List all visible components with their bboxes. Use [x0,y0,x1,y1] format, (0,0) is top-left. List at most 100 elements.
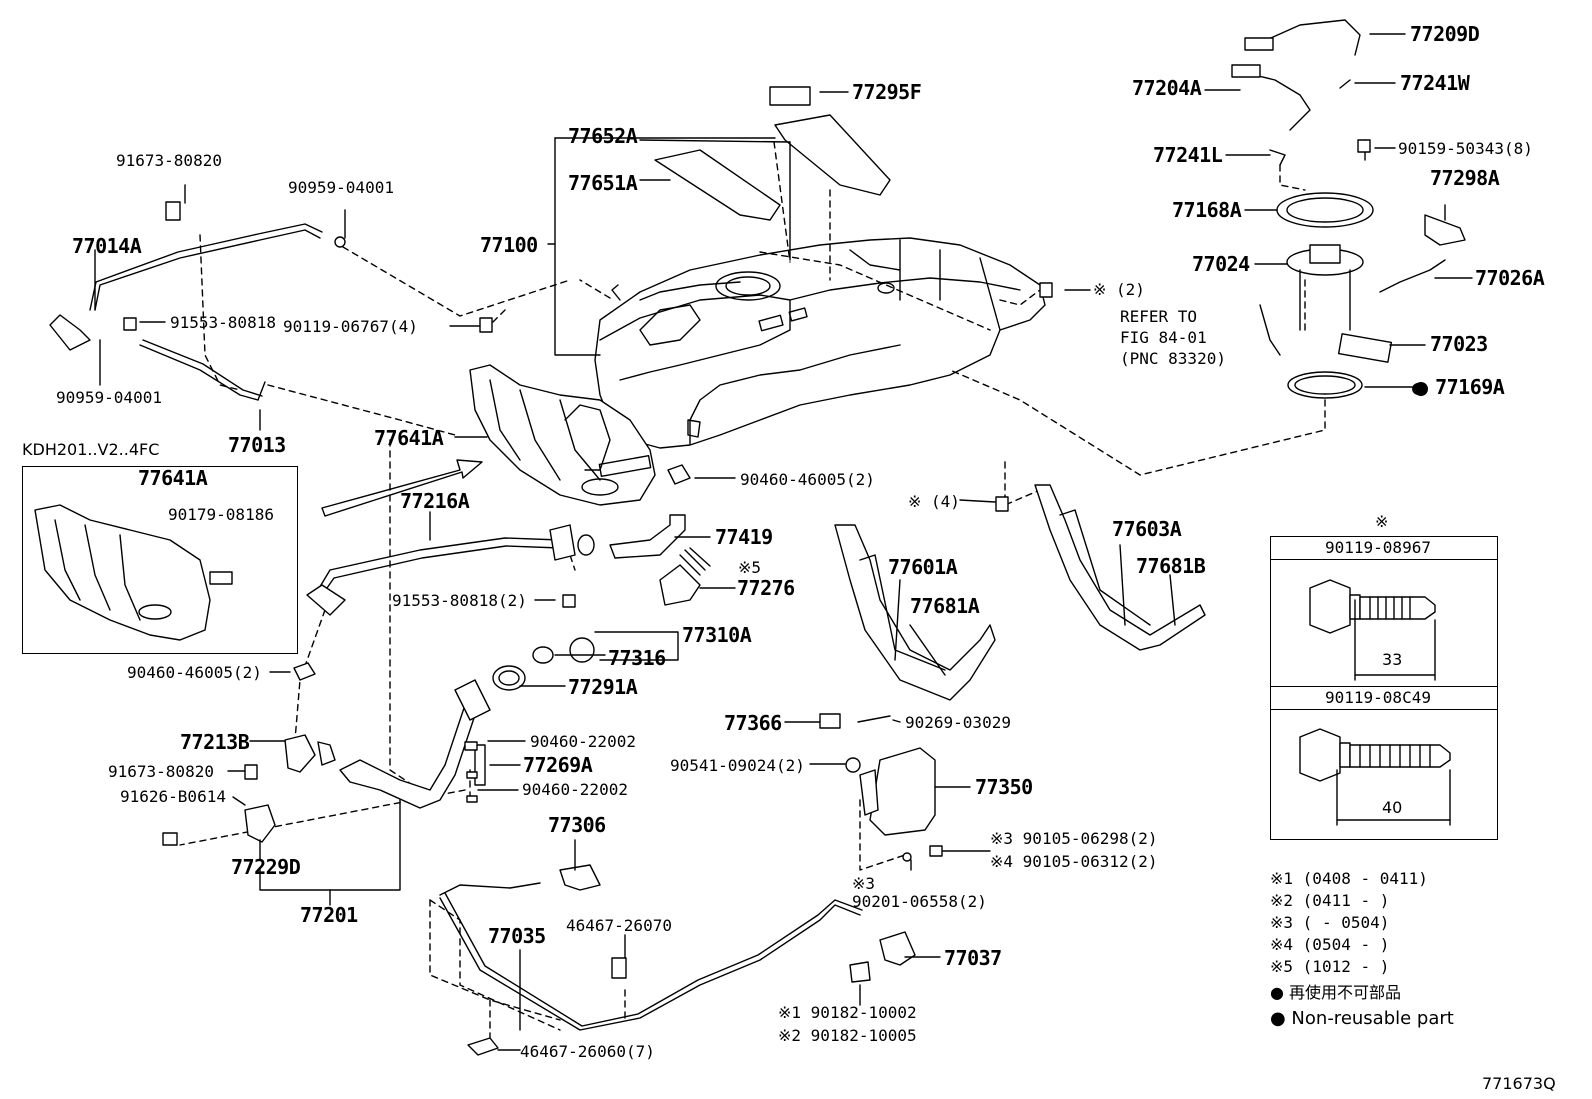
label-77298A: 77298A [1430,166,1500,190]
label-star-3: ※3 [852,874,876,893]
label-91626-B0614: 91626-B0614 [120,787,226,806]
label-91553-80818: 91553-80818 [170,313,276,332]
legend-item-3: ※3 ( - 0504) [1270,913,1390,932]
label-90182-10002: ※1 90182-10002 [778,1003,917,1022]
refer-note-line-2: FIG 84-01 [1120,328,1207,347]
label-77651A: 77651A [568,171,638,195]
bolt-table-dim-2: 40 [1382,798,1403,817]
label-91553-80818-2: 91553-80818(2) [392,591,527,610]
label-90460-46005-b: 90460-46005(2) [127,663,262,682]
protector-77641A [469,364,656,506]
label-77037: 77037 [944,946,1002,970]
pipes [49,223,863,1031]
label-77291A: 77291A [568,675,638,699]
label-77350: 77350 [975,775,1033,799]
bolt-drawings [1299,579,1451,826]
label-77014A: 77014A [72,234,142,258]
label-90201-06558: 90201-06558(2) [852,892,987,911]
label-90460-46005-a: 90460-46005(2) [740,470,875,489]
bolt-table-header-1-cell [1270,536,1498,560]
label-90959-04001-a: 90959-04001 [288,178,394,197]
label-77168A: 77168A [1172,198,1242,222]
variant-inset-box [22,466,298,654]
label-77201: 77201 [300,903,358,927]
star-header: ※ [1375,512,1389,531]
label-77023: 77023 [1430,332,1488,356]
label-77100: 77100 [480,233,538,257]
refer-note-line-1: REFER TO [1120,307,1198,326]
label-77276: 77276 [737,576,795,600]
heat-insulators [654,114,891,221]
label-90105-06298: ※3 90105-06298(2) [990,829,1158,848]
inset-protector-drawing [34,504,233,641]
label-star-5: ※5 [738,558,762,577]
label-77295F: 77295F [852,80,922,104]
label-90182-10005: ※2 90182-10005 [778,1026,917,1045]
label-91673-80820-a: 91673-80820 [116,151,222,170]
label-46467-26060: 46467-26060(7) [520,1042,655,1061]
label-77419: 77419 [715,525,773,549]
label-77026A: 77026A [1475,266,1545,290]
legend-item-4: ※4 (0504 - ) [1270,935,1390,954]
label-90179-08186: 90179-08186 [168,505,274,524]
legend-nonreusable-en: ● Non-reusable part [1270,1008,1454,1029]
figure-id: 771673Q [1482,1074,1556,1093]
label-90460-22002-a: 90460-22002 [530,732,636,751]
label-91673-80820-b: 91673-80820 [108,762,214,781]
label-77366: 77366 [724,711,782,735]
label-77316: 77316 [608,646,666,670]
label-90159-50343: 90159-50343(8) [1398,139,1533,158]
bolt-table-header-1: 90119-08967 [1325,538,1431,557]
label-77652A: 77652A [568,124,638,148]
label-77601A: 77601A [888,555,958,579]
label-77241W: 77241W [1400,71,1470,95]
label-77241L: 77241L [1153,143,1223,167]
label-77213B: 77213B [180,730,250,754]
legend-nonreusable-jp: ● 再使用不可部品 [1270,983,1402,1002]
nonreusable-marker [1414,382,1428,396]
label-46467-26070: 46467-26070 [566,916,672,935]
label-77024: 77024 [1192,252,1250,276]
label-90460-22002-b: 90460-22002 [522,780,628,799]
refer-note-line-3: (PNC 83320) [1120,349,1226,368]
bolt-table-header-2: 90119-08C49 [1325,688,1431,707]
filler-lid [467,534,943,1056]
legend-item-1: ※1 (0408 - 0411) [1270,869,1428,888]
label-77681B: 77681B [1136,554,1206,578]
bolt-table-header-2-cell [1270,686,1498,710]
label-77603A: 77603A [1112,517,1182,541]
variant-note: KDH201..V2..4FC [22,440,160,459]
label-77269A: 77269A [523,753,593,777]
label-90269-03029: 90269-03029 [905,713,1011,732]
fuel-tank-77100 [594,237,1046,449]
solid-leaders [94,33,1473,1051]
label-star-2: ※ (2) [1093,280,1145,299]
inset-arrow [321,459,483,517]
label-90105-06312: ※4 90105-06312(2) [990,852,1158,871]
label-90959-04001-b: 90959-04001 [56,388,162,407]
dashed-leaders [179,141,1326,1046]
label-77035: 77035 [488,924,546,948]
label-star-4: ※ (4) [908,492,960,511]
label-90119-06767: 90119-06767(4) [283,317,418,336]
legend-item-2: ※2 (0411 - ) [1270,891,1390,910]
fasteners [123,86,1371,846]
bolt-table-dim-1: 33 [1382,650,1403,669]
tank-straps [834,484,1206,701]
label-77641A-inset: 77641A [138,466,208,490]
label-77216A: 77216A [400,489,470,513]
label-77169A: ● 77169A [1412,375,1505,399]
label-77310A: 77310A [682,623,752,647]
label-77209D: 77209D [1410,22,1480,46]
label-77641A: 77641A [374,426,444,450]
label-77229D: 77229D [231,855,301,879]
label-77204A: 77204A [1132,76,1202,100]
pump-components [1231,19,1466,399]
label-90541-09024: 90541-09024(2) [670,756,805,775]
label-77306: 77306 [548,813,606,837]
label-77681A: 77681A [910,594,980,618]
legend-item-5: ※5 (1012 - ) [1270,957,1390,976]
label-77013: 77013 [228,433,286,457]
